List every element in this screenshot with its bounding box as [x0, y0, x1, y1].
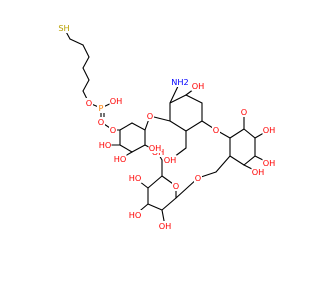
molecule-structure: SHOPOHOOHOHOOHONH2OHOOHOOHOHOHOOOHOHHOHO — [57, 23, 276, 231]
bond — [82, 56, 90, 69]
thiol-label: SH — [58, 23, 69, 33]
atom-label-background — [109, 96, 123, 106]
bond — [229, 128, 245, 139]
hydroxyl-label: OH — [164, 155, 177, 165]
atom-label-background — [194, 173, 202, 183]
atom-label-background — [158, 221, 172, 231]
glycosidic-oxygen-label: O — [147, 111, 153, 121]
atom-label-background — [97, 117, 105, 127]
atom-label-background — [113, 154, 127, 164]
bond — [131, 122, 146, 131]
bond — [169, 94, 187, 104]
atom-label-background — [262, 125, 276, 135]
atom-label-background — [98, 140, 112, 150]
bond — [147, 175, 163, 189]
bond — [229, 155, 245, 166]
amine-label: NH2 — [171, 77, 189, 87]
atom-label-background — [172, 181, 180, 191]
hydroxyl-label: HO — [129, 173, 142, 183]
atom-label-background — [262, 158, 276, 168]
bond — [185, 94, 203, 104]
atom-label-background — [251, 167, 265, 177]
bond — [215, 155, 231, 173]
ester-oxygen-label: O — [110, 125, 116, 135]
hydroxyl-label: OH — [149, 143, 162, 153]
bond — [147, 203, 163, 211]
ether-oxygen-label: O — [86, 98, 92, 108]
atom-label-background — [212, 125, 220, 135]
atom-label-background — [128, 173, 142, 183]
atom-label-background — [240, 107, 248, 117]
bond — [119, 122, 133, 131]
atom-label-background — [163, 155, 177, 165]
hydroxyl-label: OH — [110, 96, 123, 106]
atom-label-background — [191, 81, 205, 91]
bond — [82, 79, 90, 92]
bond-layer — [63, 27, 270, 227]
bond — [82, 67, 90, 81]
atom-label-background — [128, 210, 142, 220]
bond — [82, 44, 90, 58]
bond — [161, 197, 177, 211]
hydroxyl-label: OH — [192, 81, 205, 91]
bond — [243, 155, 256, 166]
atom-label-background — [97, 103, 105, 113]
bond — [119, 144, 133, 153]
bond — [243, 128, 256, 139]
phosphorus-label: P — [99, 103, 104, 113]
hydroxyl-label: HO — [99, 140, 112, 150]
bond — [169, 120, 187, 132]
atom-label-background — [146, 111, 154, 121]
bond — [69, 38, 84, 46]
atom-label-layer: SHOPOHOOHOHOOHONH2OHOOHOOHOHOHOOOHOHHOHO — [57, 23, 276, 231]
bond — [131, 144, 146, 153]
atom-label-background — [109, 125, 117, 135]
glycosidic-oxygen-label: O — [195, 173, 201, 183]
atom-label-background — [171, 77, 189, 87]
hydroxyl-label: HO — [129, 210, 142, 220]
ring-oxygen-label: O — [173, 181, 179, 191]
hydroxyl-label: OH — [159, 221, 172, 231]
ring-oxygen-label: O — [241, 107, 247, 117]
atom-label-background — [148, 143, 162, 153]
atom-label-background — [85, 98, 93, 108]
phosphoryl-oxygen-label: O — [98, 117, 104, 127]
hydroxyl-label: OH — [252, 167, 265, 177]
bond — [185, 120, 203, 132]
glycosidic-oxygen-label: O — [213, 125, 219, 135]
atom-label-background — [57, 23, 71, 33]
hydroxyl-label: OH — [263, 158, 276, 168]
hydroxyl-label: OH — [263, 125, 276, 135]
hydroxyl-label: HO — [114, 154, 127, 164]
